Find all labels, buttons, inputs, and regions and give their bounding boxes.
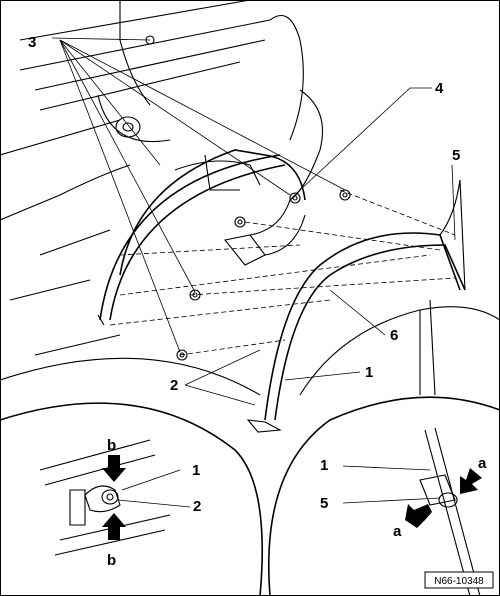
arrow-a-top-icon [460, 468, 482, 494]
leader-lines [51, 37, 456, 406]
wheel-arch-trim [97, 154, 466, 433]
arrow-b-top-icon [102, 455, 126, 482]
reference-number: N66-10348 [434, 576, 484, 587]
vehicle-body-outline [0, 0, 500, 396]
reference-box [424, 571, 494, 589]
detail-view-right [267, 396, 500, 596]
callout-4: 4 [435, 80, 444, 97]
callout-1: 1 [365, 364, 373, 381]
detail-right-callout-1: 1 [320, 457, 328, 474]
wheel-housing-liner [119, 149, 306, 276]
detail-right-callout-5: 5 [320, 495, 328, 512]
detail-view-left [0, 402, 264, 596]
callout-2: 2 [170, 377, 178, 394]
detail-left-b-bottom: b [107, 552, 116, 569]
detail-right-a-top: a [478, 455, 487, 472]
fastener-clip-1 [339, 189, 351, 201]
fastener-clip-5 [289, 192, 301, 204]
callout-6: 6 [390, 327, 398, 344]
fastener-clip-4 [176, 349, 188, 361]
arrow-a-bottom-icon [405, 504, 432, 528]
fastener-clip-2 [234, 216, 246, 228]
detail-left-callout-2: 2 [193, 498, 201, 515]
arrow-b-bottom-icon [102, 513, 126, 540]
mounting-lines [109, 189, 456, 356]
detail-left-callout-1: 1 [192, 462, 200, 479]
callout-5: 5 [452, 147, 460, 164]
detail-left-b-top: b [107, 437, 116, 454]
detail-right-a-bottom: a [393, 523, 402, 540]
callout-3: 3 [28, 34, 36, 51]
fastener-clip-3 [189, 289, 201, 301]
